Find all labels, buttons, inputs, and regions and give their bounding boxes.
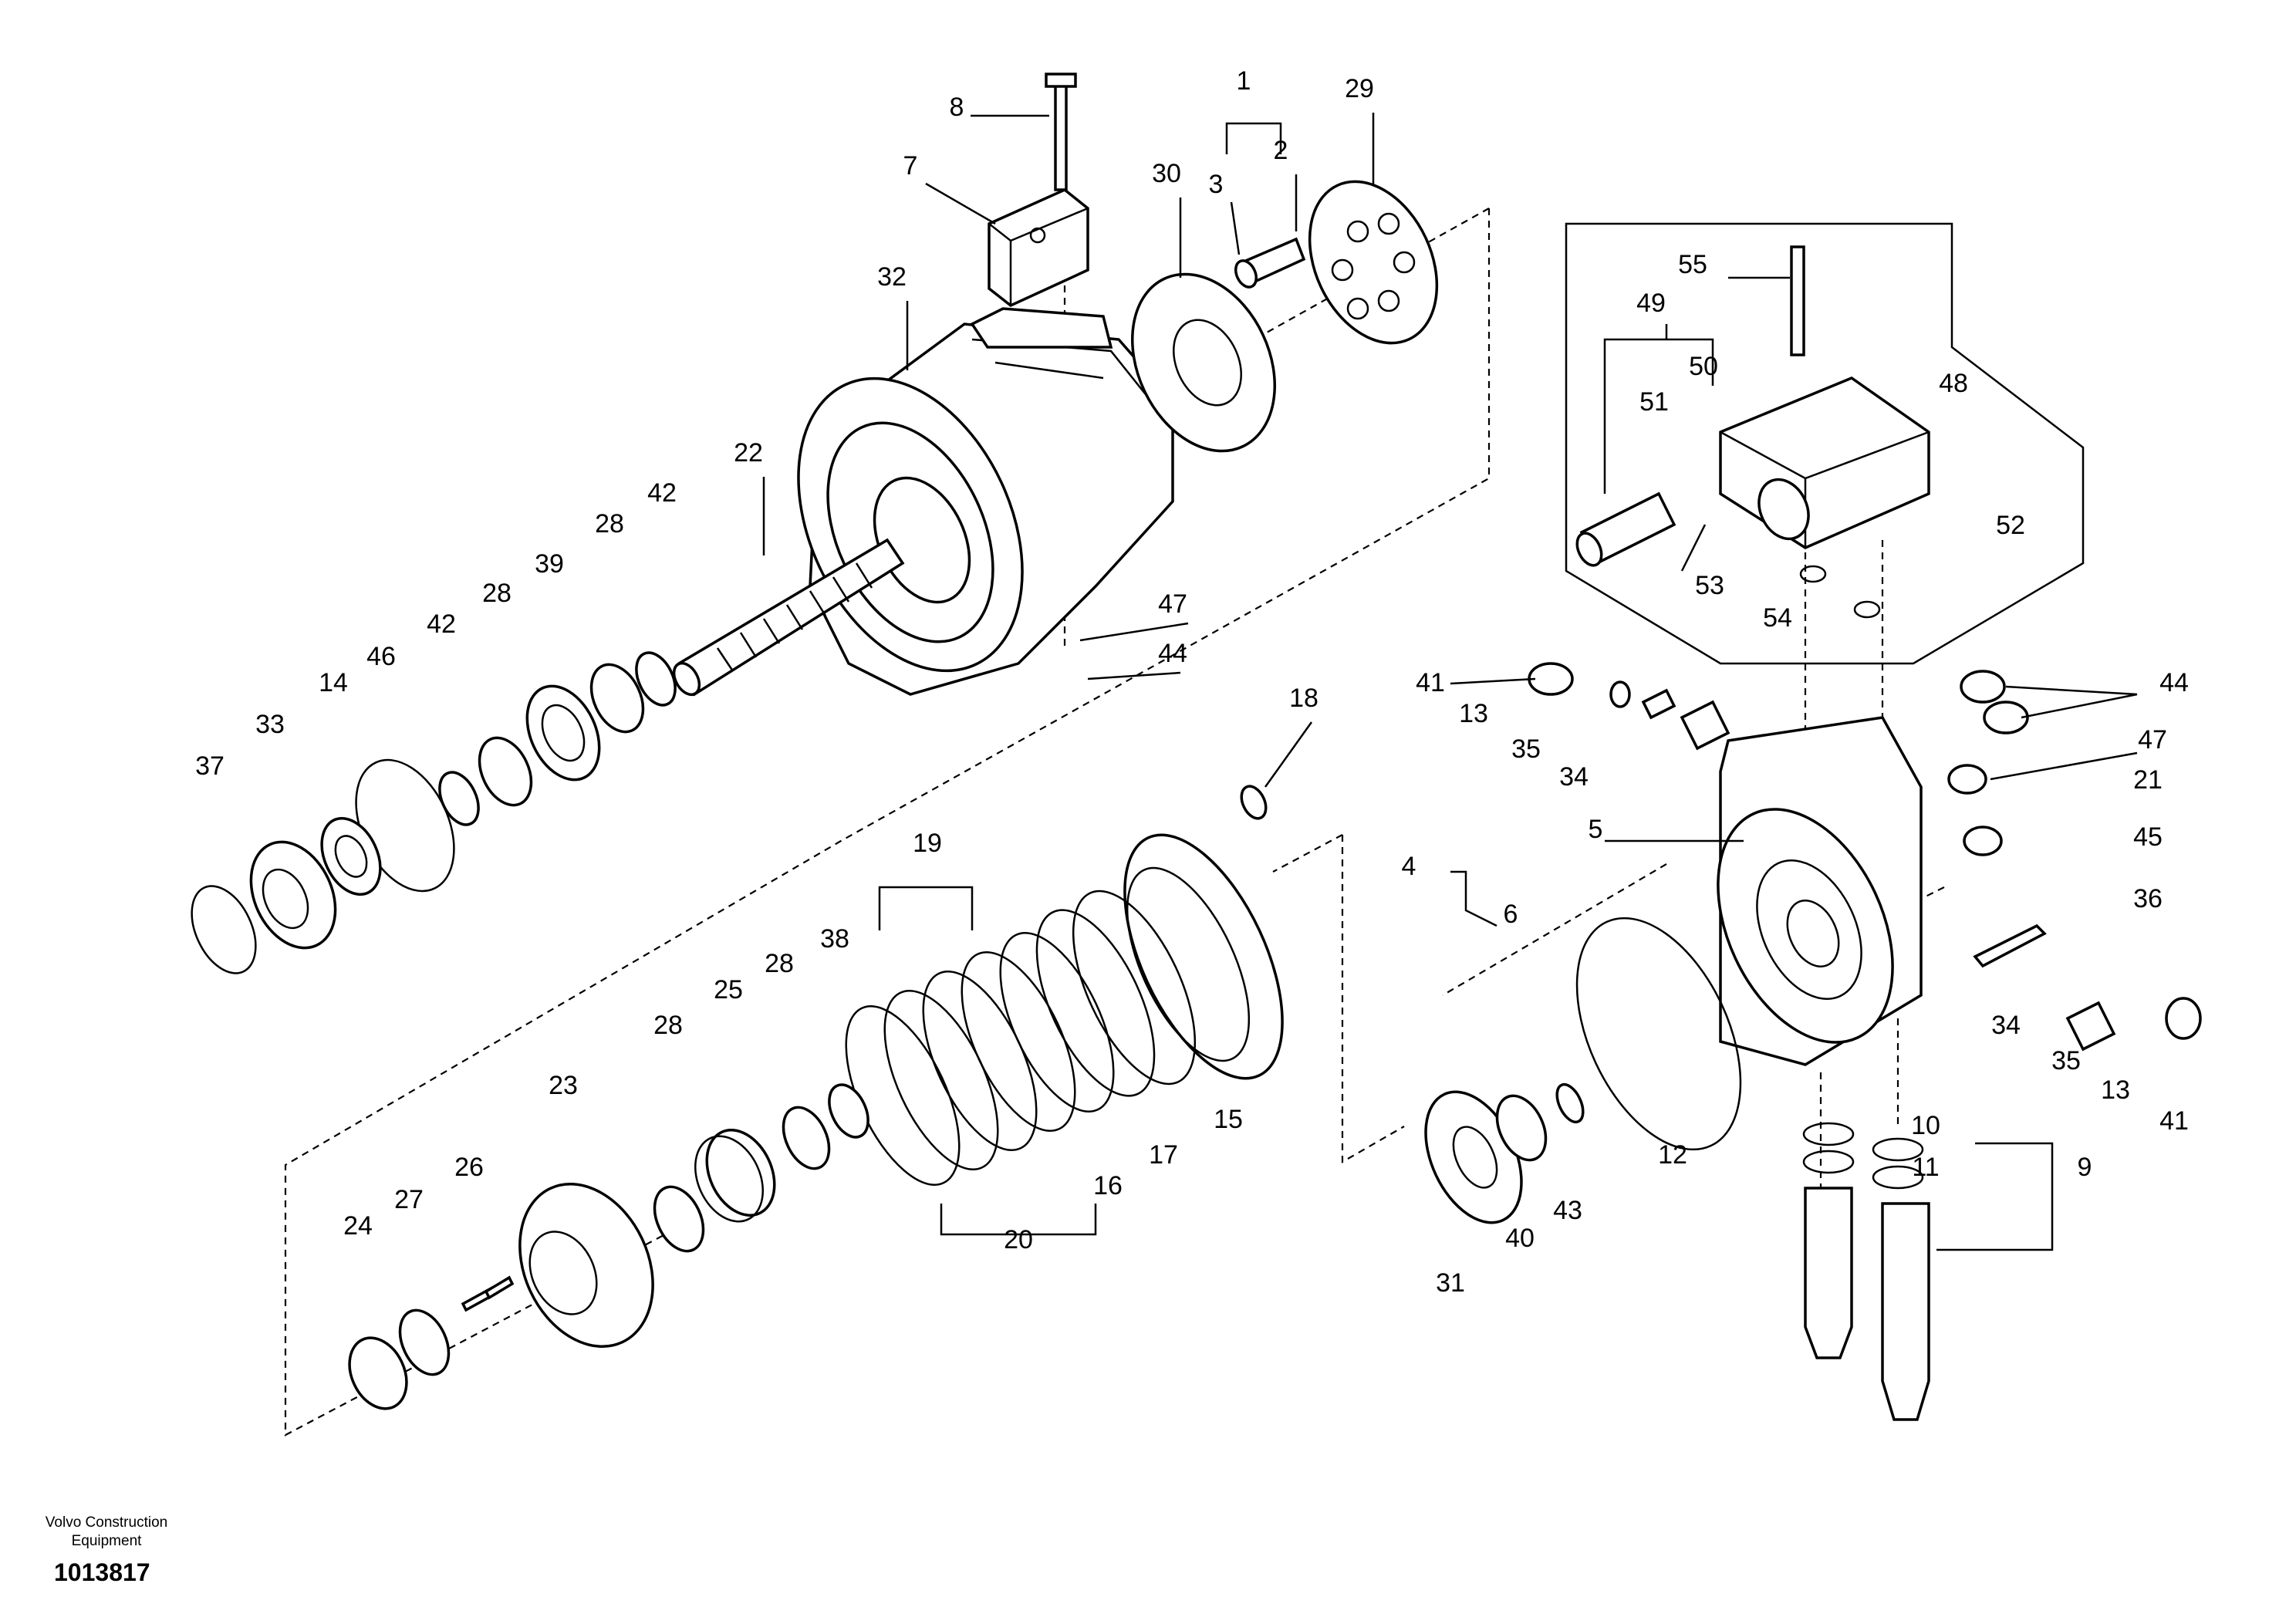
callout-28b: 28 <box>482 579 512 608</box>
document-number: 1013817 <box>54 1558 150 1586</box>
callout-11: 11 <box>1912 1153 1939 1182</box>
brake-assembly-15-20 <box>845 785 1284 1186</box>
callout-55: 55 <box>1678 250 1707 279</box>
callout-44b: 44 <box>2159 668 2189 697</box>
output-shaft-22 <box>672 538 905 697</box>
bearings-and-rings-upper <box>191 651 677 974</box>
callout-37: 37 <box>195 751 225 781</box>
callout-10: 10 <box>1911 1111 1940 1140</box>
callout-41a: 41 <box>1416 668 1445 697</box>
callout-50: 50 <box>1689 352 1718 381</box>
callout-51: 51 <box>1639 387 1669 417</box>
callout-32: 32 <box>877 262 907 292</box>
callout-8: 8 <box>950 93 964 122</box>
callout-27: 27 <box>394 1185 424 1214</box>
plates-29-30 <box>1131 180 1439 453</box>
callout-20: 20 <box>1004 1225 1033 1254</box>
callout-28c: 28 <box>765 949 794 978</box>
callout-36: 36 <box>2133 884 2163 913</box>
manufacturer-credit: Volvo Construction Equipment <box>45 1514 168 1549</box>
callout-38: 38 <box>820 924 849 954</box>
callout-12: 12 <box>1658 1140 1687 1170</box>
callout-45: 45 <box>2133 822 2163 852</box>
callout-29: 29 <box>1345 74 1374 103</box>
callout-15: 15 <box>1214 1105 1243 1134</box>
callout-53: 53 <box>1695 571 1724 600</box>
callout-28d: 28 <box>653 1011 683 1040</box>
callout-13a: 13 <box>1459 699 1488 728</box>
callout-6: 6 <box>1504 900 1518 929</box>
callout-48: 48 <box>1939 369 1968 398</box>
callout-43: 43 <box>1553 1196 1582 1225</box>
callout-21: 21 <box>2133 765 2163 795</box>
callout-2: 2 <box>1274 136 1288 165</box>
callout-14: 14 <box>319 668 348 697</box>
leader-lines <box>762 113 2138 1251</box>
callout-35b: 35 <box>2051 1046 2081 1075</box>
callout-22: 22 <box>734 438 763 468</box>
callout-33: 33 <box>255 710 285 739</box>
springs-and-rings-lower <box>348 1083 869 1410</box>
valve-block-7-bolt-8 <box>988 73 1089 308</box>
callout-44a: 44 <box>1158 639 1187 668</box>
spools-9 <box>1802 1122 1930 1421</box>
callout-17: 17 <box>1149 1140 1178 1170</box>
callout-28a: 28 <box>595 509 624 539</box>
callout-31: 31 <box>1436 1268 1465 1298</box>
callout-1: 1 <box>1237 66 1251 96</box>
callout-23: 23 <box>549 1071 578 1100</box>
motor-body-5 <box>1717 716 1923 1066</box>
motor-housing-32 <box>797 307 1174 696</box>
callout-5: 5 <box>1589 815 1603 844</box>
callout-19: 19 <box>913 829 942 858</box>
callout-26: 26 <box>454 1153 484 1182</box>
callout-30: 30 <box>1152 159 1181 188</box>
callout-34a: 34 <box>1559 762 1589 792</box>
callout-42a: 42 <box>647 478 677 508</box>
callout-4: 4 <box>1402 852 1416 881</box>
callout-49: 49 <box>1636 289 1666 318</box>
callout-18: 18 <box>1289 684 1319 713</box>
callout-3: 3 <box>1209 170 1224 199</box>
callout-42b: 42 <box>427 609 456 639</box>
callout-24: 24 <box>343 1211 373 1241</box>
callout-13b: 13 <box>2101 1075 2130 1105</box>
callout-9: 9 <box>2078 1153 2092 1182</box>
callout-35a: 35 <box>1511 734 1541 764</box>
callout-34b: 34 <box>1991 1011 2021 1040</box>
callout-16: 16 <box>1093 1171 1123 1200</box>
callout-52: 52 <box>1996 511 2025 540</box>
callout-7: 7 <box>903 151 918 181</box>
callout-46: 46 <box>366 642 396 671</box>
callout-54: 54 <box>1763 603 1792 633</box>
callout-39: 39 <box>535 549 564 579</box>
callout-41b: 41 <box>2159 1106 2189 1136</box>
valve-block-48 <box>1565 222 2085 665</box>
callout-40: 40 <box>1505 1224 1535 1253</box>
callout-47a: 47 <box>1158 589 1187 619</box>
callout-47b: 47 <box>2138 725 2167 755</box>
callout-25: 25 <box>714 975 743 1004</box>
right-side-components <box>1424 662 2202 1224</box>
